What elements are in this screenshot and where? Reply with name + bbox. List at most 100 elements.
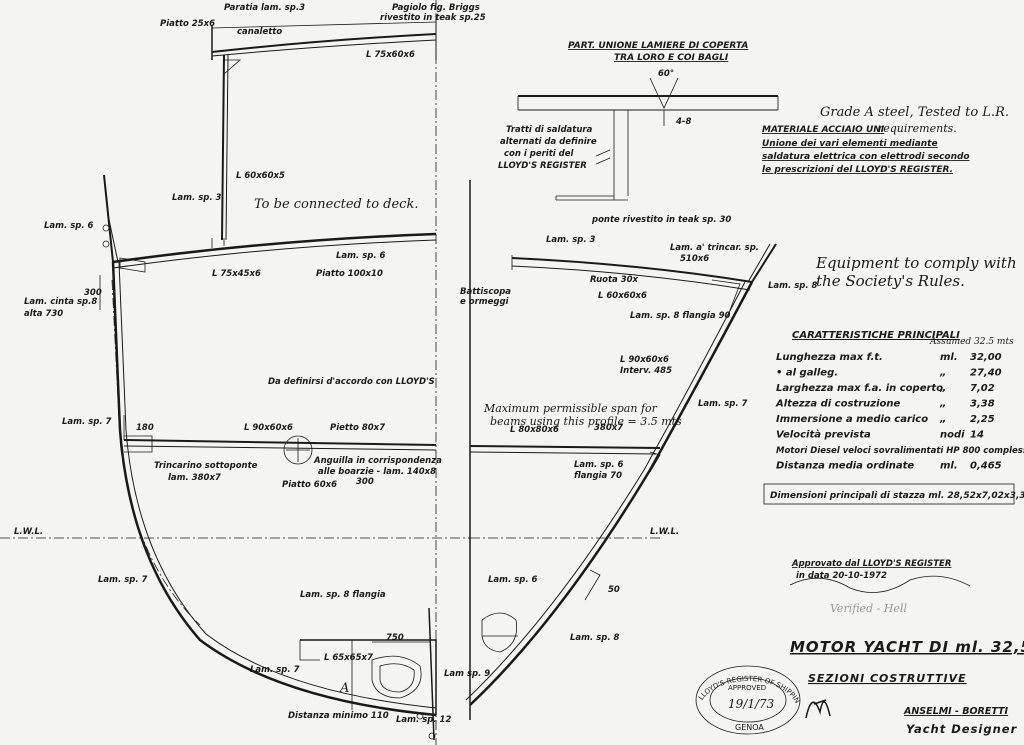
- drawing-title: MOTOR YACHT DI ml. 32,50: [790, 638, 1024, 656]
- spec-row-label: Velocità prevista: [776, 429, 871, 441]
- label-gap: 4-8: [675, 117, 691, 127]
- label-tratti4: LLOYD'S REGISTER: [498, 161, 587, 171]
- spec-row-label: Lunghezza max f.t.: [776, 352, 883, 363]
- label-tratti1: Tratti di saldatura: [506, 125, 593, 135]
- label-tratti3: con i periti del: [504, 149, 575, 159]
- label-lam-sp6-deck: Lam. sp. 6: [336, 251, 386, 261]
- note-unione3: le prescrizioni del LLOYD'S REGISTER.: [762, 165, 953, 175]
- designer-name: ANSELMI - BORETTI: [903, 706, 1009, 717]
- spec-row-label: Motori Diesel veloci sovralimentati HP 8…: [776, 446, 1024, 456]
- spec-row-value: 2,25: [970, 414, 995, 425]
- spec-row-unit: ml.: [940, 461, 958, 472]
- spec-row-unit: „: [939, 383, 946, 394]
- note-equipment1: Equipment to comply with: [815, 254, 1017, 272]
- approval-faint: Verified - Hell: [830, 602, 907, 615]
- left-labels: Piatto 25x6 Paratia lam. sp.3 canaletto …: [14, 3, 490, 725]
- specs-rows: Lunghezza max f.t.ml.32,00• al galleg.„2…: [775, 352, 1024, 472]
- label-l-75x45: L 75x45x6: [212, 269, 261, 279]
- label-pietto: Pietto 80x7: [330, 423, 385, 433]
- label-dim-750: 750: [386, 633, 404, 643]
- label-piatto-100: Piatto 100x10: [316, 269, 383, 279]
- spec-row-unit: „: [939, 399, 946, 410]
- label-l-80: L 80x80x6: [510, 425, 559, 435]
- note-requirements: requirements.: [878, 122, 957, 135]
- label-l-60x60: L 60x60x6: [598, 291, 647, 301]
- specs-block: CARATTERISTICHE PRINCIPALI Assumed 32.5 …: [763, 330, 1024, 505]
- dimensioni-box: [763, 483, 1015, 505]
- label-piatto-sub: Piatto 60x6: [282, 480, 337, 490]
- spec-row-unit: „: [939, 368, 946, 379]
- spec-row-label: Distanza media ordinate: [776, 461, 914, 472]
- spec-row-label: Altezza di costruzione: [775, 399, 900, 410]
- label-ruota: Ruota 30x: [590, 275, 639, 285]
- label-trincarino: Trincarino sottoponte: [154, 461, 258, 471]
- label-lam-sp7-r: Lam. sp. 7: [698, 399, 748, 409]
- label-lam-sp8-flangia: Lam. sp. 8 flangia: [300, 590, 386, 600]
- stamp-date: 19/1/73: [728, 697, 775, 711]
- label-lam-sp8-flangia: Lam. sp. 8 flangia 90: [630, 311, 730, 321]
- label-lam-sp3-r: Lam. sp. 3: [546, 235, 596, 245]
- label-intervallo: Interv. 485: [620, 366, 672, 376]
- label-to-be-connected: To be connected to deck.: [254, 197, 418, 212]
- label-part-title2: TRA LORO E COI BAGLI: [614, 53, 729, 63]
- spec-row-unit: nodi: [940, 430, 965, 441]
- designer-role: Yacht Designer: [906, 722, 1018, 736]
- label-lam-sp9: Lam sp. 9: [444, 669, 490, 679]
- label-pagiolo: Pagiolo fig. Briggs: [392, 3, 480, 13]
- stamp-approved: APPROVED: [728, 684, 766, 692]
- label-part-title1: PART. UNIONE LAMIERE DI COPERTA: [568, 41, 748, 51]
- spec-row-value: 7,02: [970, 383, 995, 394]
- spec-row-label: Larghezza max f.a. in coperto: [776, 383, 943, 394]
- label-lam-sp6-r: Lam. sp. 6: [574, 460, 624, 470]
- label-lam-trinc: Lam. a' trincar. sp.: [670, 243, 759, 253]
- spec-row-unit: „: [939, 414, 946, 425]
- label-a-mark: A: [339, 681, 349, 696]
- note-materiale: MATERIALE ACCIAIO UNI: [762, 125, 885, 135]
- label-maximum1: Maximum permissible span for: [483, 402, 658, 415]
- label-battiscopa: Battiscopa: [460, 287, 511, 297]
- label-lam-cinta: Lam. cinta sp.8: [24, 297, 97, 307]
- label-flangia70: flangia 70: [574, 471, 622, 481]
- label-piatto-top: Piatto 25x6: [160, 19, 215, 29]
- stamp-ring: LLOYD'S REGISTER OF SHIPPING: [0, 0, 801, 705]
- spec-row-value: 14: [970, 430, 984, 441]
- label-alta: alta 730: [24, 309, 63, 319]
- label-paratia-top: Paratia lam. sp.3: [224, 3, 305, 13]
- label-da-definirsi: Da definirsi d'accordo con LLOYD'S: [268, 377, 435, 387]
- label-lam-sp7-keel: Lam. sp. 7: [250, 665, 300, 675]
- label-dim-300b: 300: [356, 477, 374, 487]
- note-equipment2: the Society's Rules.: [816, 272, 965, 290]
- specs-heading: CARATTERISTICHE PRINCIPALI: [792, 330, 960, 341]
- label-lam-sp7-side: Lam. sp. 7: [62, 417, 112, 427]
- title-block: MOTOR YACHT DI ml. 32,50 SEZIONI COSTRUT…: [790, 638, 1024, 736]
- label-lam-sp7-bottom: Lam. sp. 7: [98, 575, 148, 585]
- right-labels: PART. UNIONE LAMIERE DI COPERTA TRA LORO…: [460, 41, 818, 643]
- drawing-subtitle: SEZIONI COSTRUTTIVE: [808, 672, 967, 685]
- spec-row-value: 3,38: [970, 399, 995, 410]
- designer-signature: [805, 699, 831, 719]
- label-lam-sp8-low: Lam. sp. 8: [570, 633, 620, 643]
- label-angle-top: L 75x60x6: [366, 50, 415, 60]
- label-lam-sp6-left: Lam. sp. 6: [44, 221, 94, 231]
- label-l60: L 60x60x5: [236, 171, 285, 181]
- specs-dimensioni: Dimensioni principali di stazza ml. 28,5…: [770, 491, 1024, 501]
- right-half-section: [465, 77, 779, 720]
- approval-line2: in data 20-10-1972: [796, 571, 887, 581]
- label-angle: 60°: [658, 69, 674, 79]
- specs-assumed: Assumed 32.5 mts: [929, 337, 1014, 347]
- label-ponte: ponte rivestito in teak sp. 30: [591, 215, 731, 225]
- note-grade: Grade A steel, Tested to L.R.: [820, 105, 1009, 120]
- label-tratti2: alternati da definire: [500, 137, 597, 147]
- label-l-90x60: L 90x60x6: [620, 355, 669, 365]
- label-trincarino2: lam. 380x7: [168, 473, 221, 483]
- spec-row-value: 0,465: [970, 461, 1002, 472]
- note-unione1: Unione dei vari elementi mediante: [762, 139, 938, 149]
- label-anguilla: Anguilla in corrispondenza: [313, 456, 442, 466]
- label-lwl-left: L.W.L.: [14, 527, 43, 537]
- label-dim-300: 300: [84, 288, 102, 298]
- label-trinc-size: 510x6: [680, 254, 709, 264]
- stamp-city: GENOA: [735, 723, 764, 732]
- label-maximum2: beams using this profile = 3.5 mts: [490, 415, 682, 428]
- spec-row-label: • al galleg.: [776, 368, 838, 379]
